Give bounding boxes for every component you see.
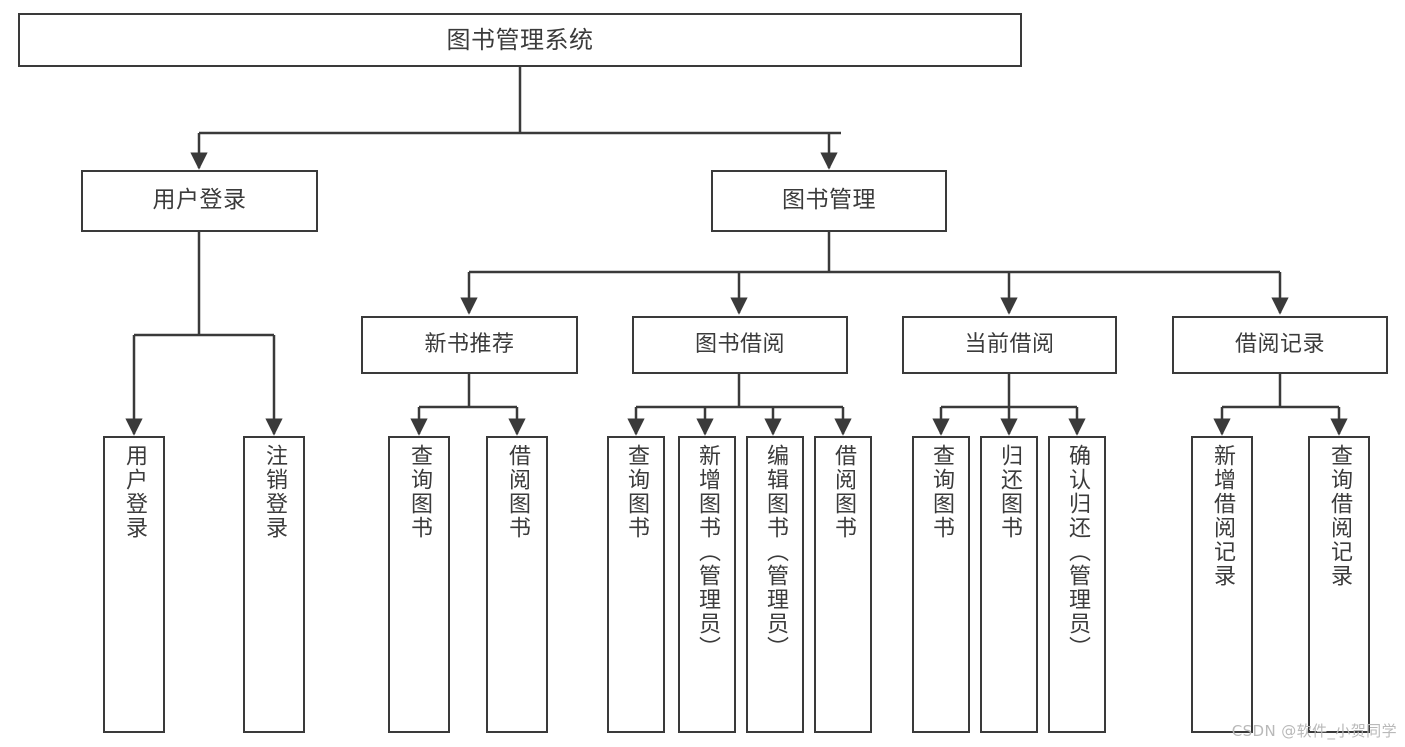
leaf-borrow-book-b-label: 借阅图书 [831, 444, 856, 540]
leaf-add-book-label: 新增图书（管理员） [695, 444, 720, 660]
leaf-confirm-return[interactable]: 确认归还（管理员） [1048, 436, 1106, 733]
node-book-manage[interactable]: 图书管理 [711, 170, 947, 232]
leaf-query-book-a-label: 查询图书 [407, 444, 432, 540]
leaf-borrow-book-b[interactable]: 借阅图书 [814, 436, 872, 733]
node-book-manage-label: 图书管理 [782, 187, 876, 214]
leaf-borrow-book-a-label: 借阅图书 [505, 444, 530, 540]
leaf-logout-label: 注销登录 [262, 444, 287, 540]
node-root-label: 图书管理系统 [446, 25, 594, 54]
node-root[interactable]: 图书管理系统 [18, 13, 1022, 67]
node-current-borrow[interactable]: 当前借阅 [902, 316, 1117, 374]
leaf-return-book-label: 归还图书 [997, 444, 1022, 540]
leaf-query-record[interactable]: 查询借阅记录 [1308, 436, 1370, 733]
leaf-query-book-b[interactable]: 查询图书 [607, 436, 665, 733]
node-user-login-label: 用户登录 [152, 187, 247, 214]
leaf-user-login[interactable]: 用户登录 [103, 436, 165, 733]
node-book-borrow[interactable]: 图书借阅 [632, 316, 848, 374]
leaf-edit-book-label: 编辑图书（管理员） [763, 444, 788, 660]
leaf-user-login-label: 用户登录 [122, 444, 147, 540]
node-borrow-record[interactable]: 借阅记录 [1172, 316, 1388, 374]
leaf-add-record-label: 新增借阅记录 [1210, 444, 1235, 588]
node-current-borrow-label: 当前借阅 [964, 332, 1055, 358]
leaf-query-book-a[interactable]: 查询图书 [388, 436, 450, 733]
leaf-add-record[interactable]: 新增借阅记录 [1191, 436, 1253, 733]
leaf-query-record-label: 查询借阅记录 [1327, 444, 1352, 588]
leaf-query-book-c[interactable]: 查询图书 [912, 436, 970, 733]
node-new-book-recommend-label: 新书推荐 [424, 332, 515, 358]
leaf-confirm-return-label: 确认归还（管理员） [1065, 444, 1090, 660]
leaf-query-book-b-label: 查询图书 [624, 444, 649, 540]
node-borrow-record-label: 借阅记录 [1234, 332, 1325, 358]
leaf-borrow-book-a[interactable]: 借阅图书 [486, 436, 548, 733]
leaf-edit-book[interactable]: 编辑图书（管理员） [746, 436, 804, 733]
watermark-text: CSDN @软件_小贺同学 [1231, 722, 1397, 740]
node-new-book-recommend[interactable]: 新书推荐 [361, 316, 578, 374]
node-book-borrow-label: 图书借阅 [694, 332, 785, 358]
leaf-add-book[interactable]: 新增图书（管理员） [678, 436, 736, 733]
leaf-query-book-c-label: 查询图书 [929, 444, 954, 540]
leaf-logout[interactable]: 注销登录 [243, 436, 305, 733]
leaf-return-book[interactable]: 归还图书 [980, 436, 1038, 733]
node-user-login[interactable]: 用户登录 [81, 170, 318, 232]
